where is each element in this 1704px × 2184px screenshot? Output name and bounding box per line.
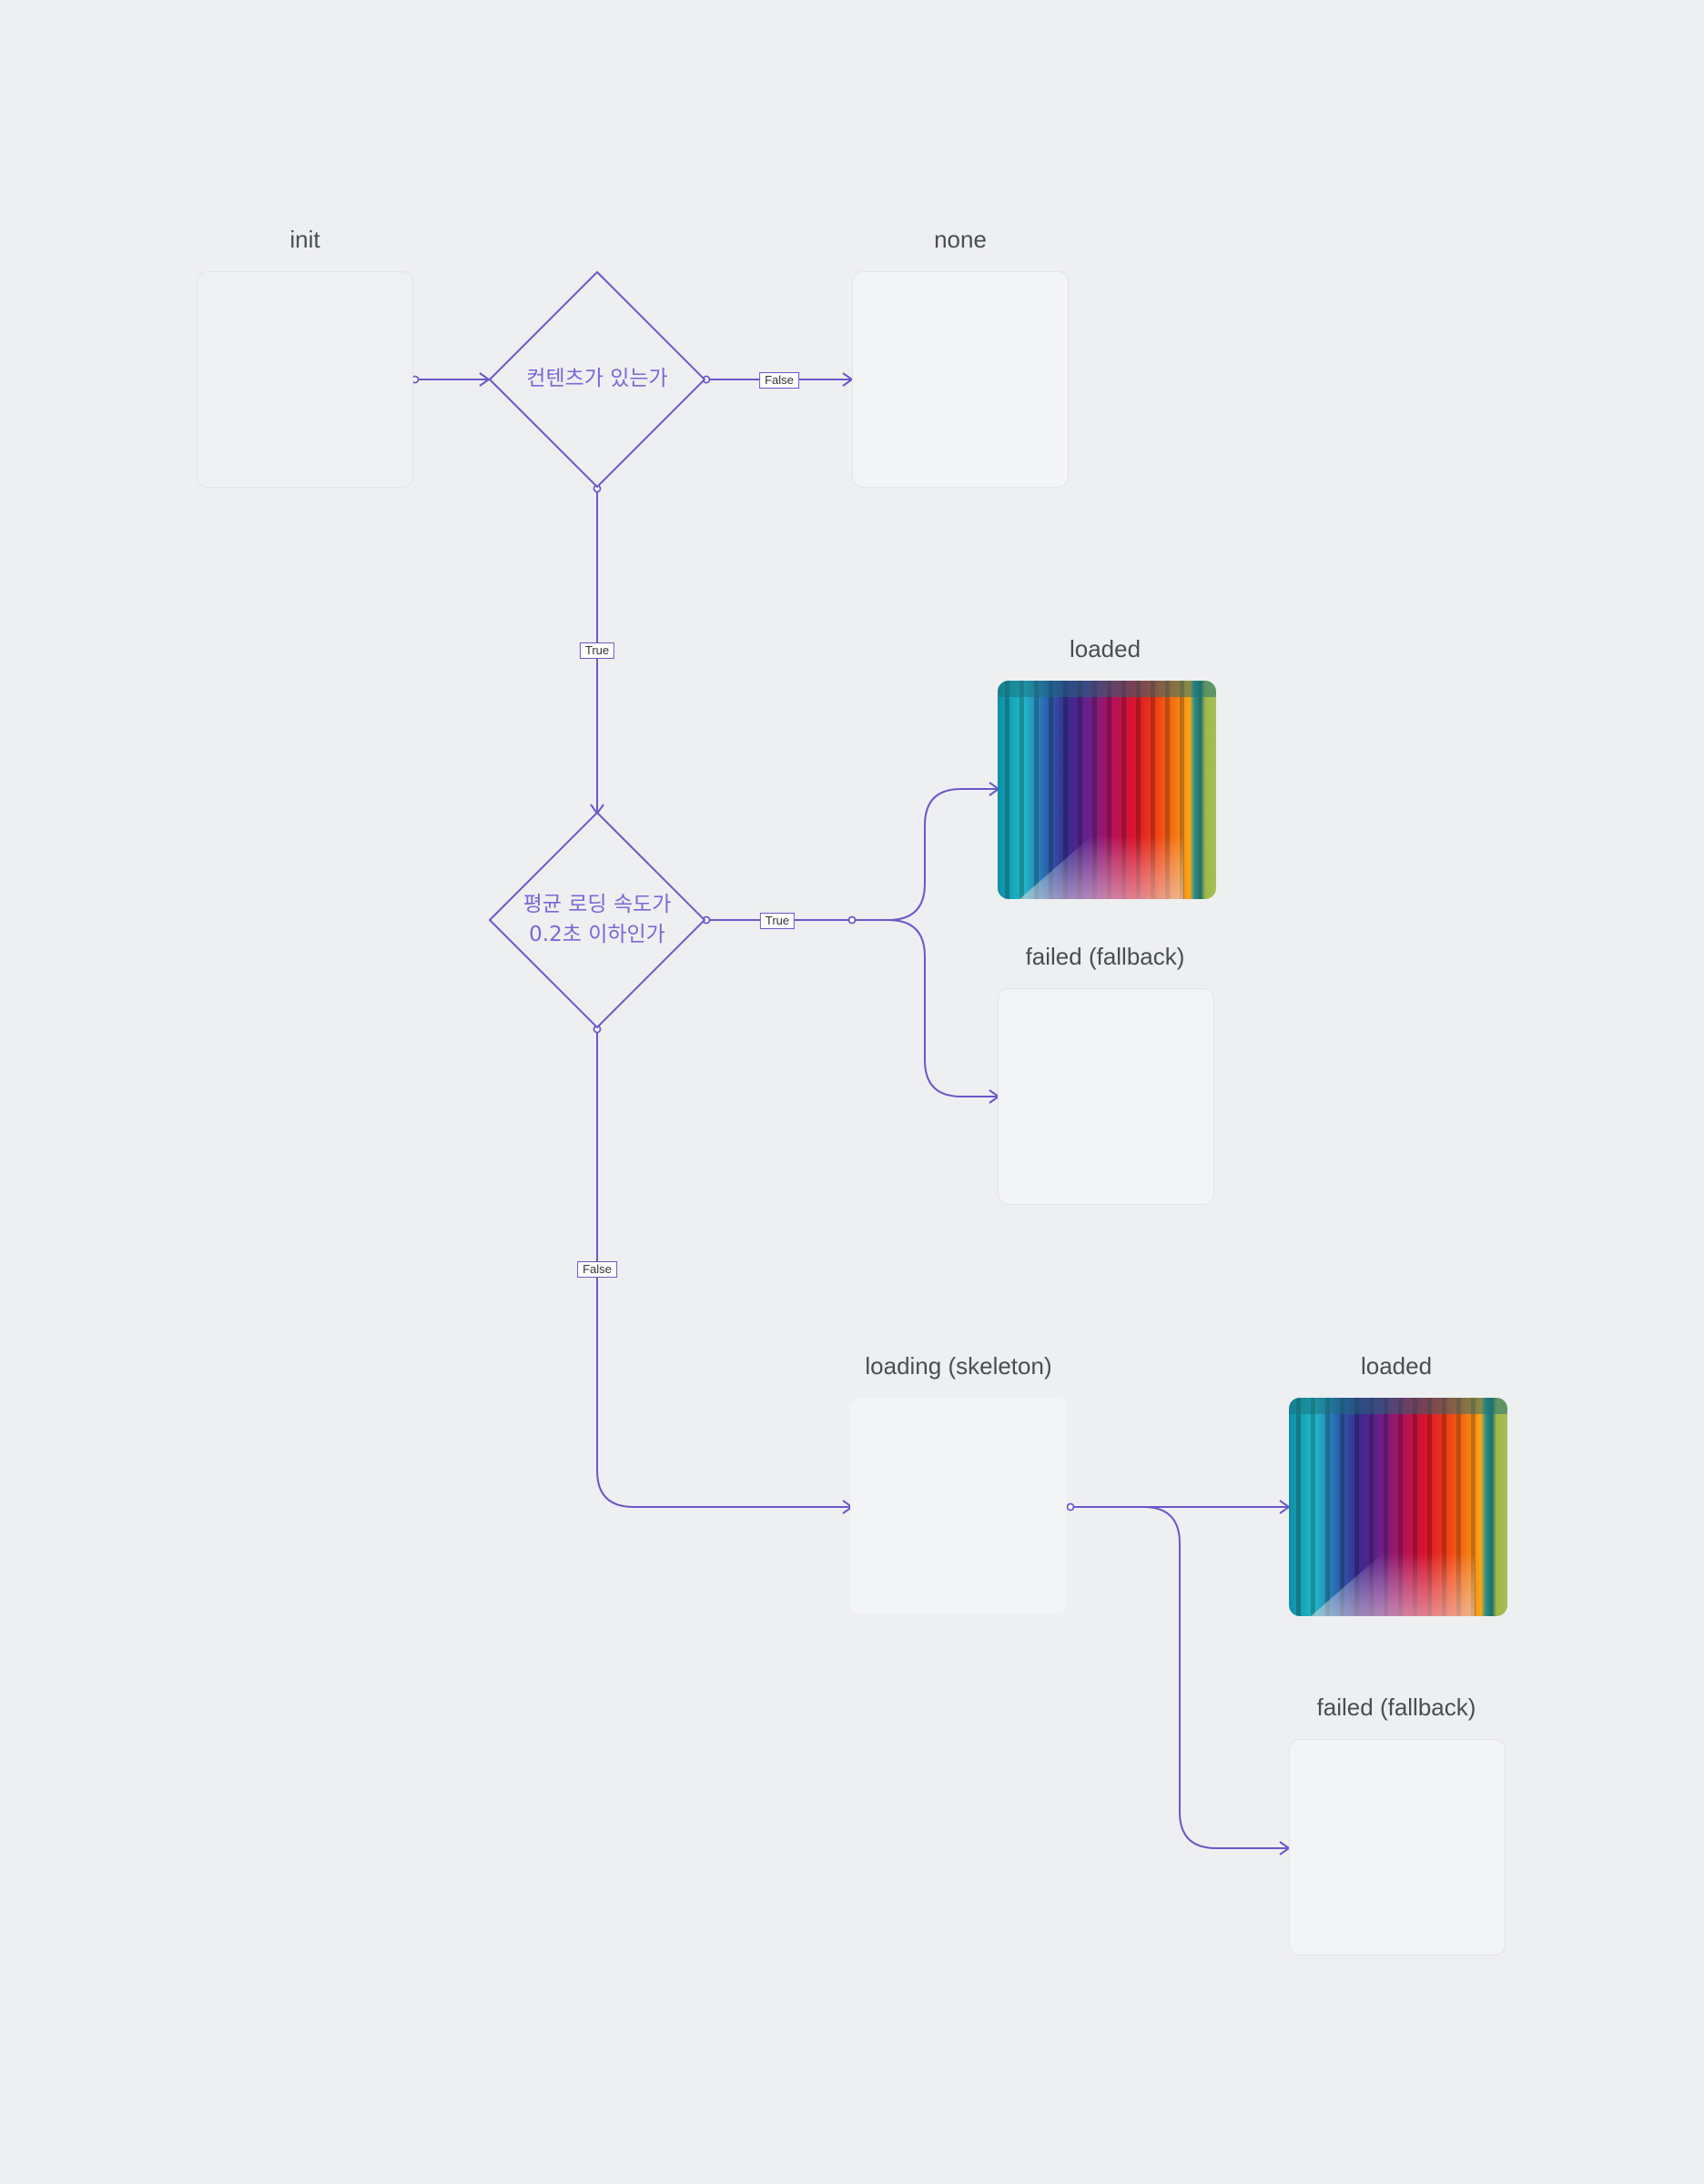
edge-loading-failed (1142, 1506, 1289, 1849)
none-node-card[interactable] (852, 271, 1069, 488)
decision-content-diamond[interactable] (488, 270, 706, 489)
loading-skeleton-node-card[interactable] (850, 1398, 1067, 1614)
node-caption-failed-fallback: failed (fallback) (1316, 1694, 1476, 1721)
loaded-node-card[interactable] (998, 681, 1216, 899)
node-caption-loaded: loaded (1069, 635, 1141, 662)
edge-label-true: True (759, 913, 796, 929)
decision-speed-text-line1: 평균 로딩 속도가 (522, 893, 672, 916)
failed-fallback-node-card[interactable] (1289, 1739, 1506, 1956)
loaded-image (998, 681, 1216, 899)
loaded-image (1289, 1398, 1507, 1616)
edge-label-false: False (577, 1261, 617, 1278)
decision-speed-text-line2: 0.2초 이하인가 (529, 923, 665, 946)
node-caption-loaded: loaded (1360, 1352, 1433, 1380)
init-node-card[interactable] (197, 271, 413, 488)
node-caption-failed-fallback: failed (fallback) (1025, 943, 1185, 970)
edge-speed-true-failed (888, 919, 999, 1097)
edge-label-false: False (759, 372, 799, 389)
node-caption-init: init (289, 226, 320, 253)
node-caption-loading-skeleton: loading (skeleton) (865, 1352, 1052, 1380)
edge-speed-true-loaded (852, 788, 999, 921)
edge-speed-false (596, 1029, 852, 1508)
node-caption-none: none (934, 226, 987, 253)
decision-speed-diamond[interactable] (488, 811, 706, 1029)
failed-fallback-node-card[interactable] (998, 988, 1214, 1205)
loaded-node-card[interactable] (1289, 1398, 1507, 1616)
decision-content-text: 컨텐츠가 있는가 (526, 367, 668, 390)
edge-label-true: True (579, 642, 615, 659)
